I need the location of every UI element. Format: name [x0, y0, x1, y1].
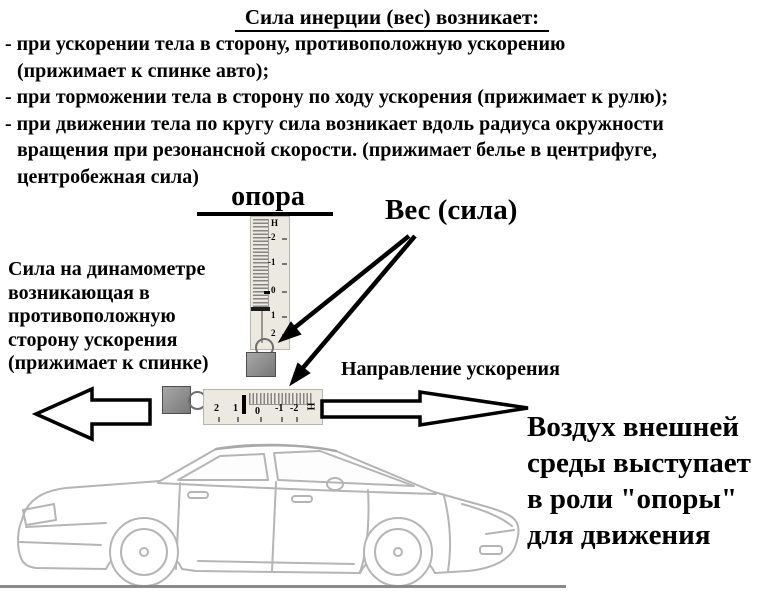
note-line: сторону ускорения: [8, 328, 178, 351]
scale-mark: 0: [255, 406, 260, 417]
left-note: Сила на динамометре возникающая в против…: [8, 258, 209, 376]
car-door-seam: [271, 481, 277, 572]
note-line: (прижимает к спинке): [8, 352, 209, 374]
car-headlight: [461, 503, 513, 527]
car-door-handle: [187, 491, 209, 499]
car-mirror: [326, 477, 344, 491]
scale-mark: -2: [290, 403, 299, 414]
car-wheel-rim: [374, 528, 422, 576]
page-title: Сила инерции (вес) возникает:: [0, 5, 784, 32]
scale-tick: [260, 417, 262, 422]
scale-tick: [281, 417, 283, 422]
support-label: опора: [231, 181, 305, 212]
scale-tick: [282, 238, 287, 240]
vertical-dynamometer: H -2 -1 0 1 2: [250, 216, 290, 350]
spring-end-bar: [251, 307, 270, 311]
right-note: Воздух внешней среды выступает в роли "о…: [527, 409, 751, 553]
car-window: [273, 450, 415, 487]
car-wheel-hub: [139, 547, 149, 557]
weight-force-label: Вес (сила): [385, 194, 518, 226]
zero-pointer: [242, 395, 246, 414]
support-bar: [197, 212, 333, 216]
horizontal-dynamometer: 2 1 0 -1 -2 H: [203, 389, 323, 425]
scale-mark: 0: [271, 285, 276, 295]
car-beltline: [157, 482, 437, 495]
car-taillight: [22, 503, 57, 526]
car-wheel-rim: [120, 528, 168, 576]
spring-coil-icon: [249, 393, 313, 405]
ground-line: [0, 585, 566, 588]
note-line: Сила на динамометре: [8, 258, 206, 280]
car-wheel-hub: [393, 547, 403, 557]
scale-tick: [296, 417, 298, 422]
car-window: [177, 453, 269, 481]
zero-pointer: [264, 291, 270, 294]
car-roof-line: [214, 444, 338, 453]
car-rocker-line: [197, 560, 355, 565]
scale-mark: -2: [268, 232, 276, 242]
bullet-line: - при ускорении тела в сторону, противоп…: [5, 33, 566, 55]
bullet-line: (прижимает к спинке авто);: [17, 59, 270, 82]
weight-block-horizontal: [162, 386, 191, 414]
scale-mark: 1: [233, 403, 238, 414]
weight-block: [246, 352, 276, 377]
bullet-line: центробежная сила): [17, 165, 199, 188]
scale-tick: [282, 263, 287, 265]
car-drawing: [17, 443, 520, 587]
bullet-line: вращения при резонансной скорости. (приж…: [17, 139, 657, 161]
bullet-line: - при движении тела по кругу сила возник…: [5, 112, 664, 135]
big-right-arrow: [320, 389, 529, 428]
acceleration-direction-label: Направление ускорения: [341, 358, 560, 380]
car-trunk-seam: [25, 522, 107, 528]
car-body: [17, 443, 520, 574]
car-grille-line: [485, 529, 515, 535]
note-line: возникающая в: [8, 281, 150, 304]
scale-tick: [282, 334, 287, 336]
note-line: для движения: [527, 519, 711, 551]
note-line: в роли "опоры": [527, 483, 738, 515]
scale-tick: [237, 417, 239, 422]
note-line: среды выступает: [527, 447, 751, 479]
spring-rod: [261, 311, 263, 343]
car-front-seam: [443, 495, 452, 572]
scale-mark: H: [271, 218, 279, 228]
force-arrow-line: [300, 234, 417, 371]
car-foglight: [479, 545, 503, 555]
force-arrow-line: [291, 234, 411, 331]
bullet-list: - при ускорении тела в сторону, противоп…: [5, 31, 781, 190]
car-rear-bumper-line: [19, 541, 102, 546]
scale-mark: 2: [271, 328, 276, 338]
note-line: противоположную: [8, 305, 176, 327]
scale-tick: [282, 291, 287, 293]
scale-tick: [218, 417, 220, 422]
scale-mark: 2: [214, 403, 219, 414]
scale-mark: -1: [268, 257, 276, 267]
force-arrow-head: [289, 362, 311, 387]
bullet-line: - при торможении тела в сторону по ходу …: [5, 86, 669, 108]
spring-coil-icon: [253, 219, 269, 307]
scale-mark: H: [304, 402, 316, 411]
scale-mark: 1: [271, 310, 276, 320]
page-title-text: Сила инерции (вес) возникает:: [234, 5, 550, 32]
scale-tick: [282, 316, 287, 318]
note-line: Воздух внешней: [527, 411, 739, 443]
scale-mark: -1: [275, 403, 284, 414]
car-door-handle: [291, 495, 313, 503]
